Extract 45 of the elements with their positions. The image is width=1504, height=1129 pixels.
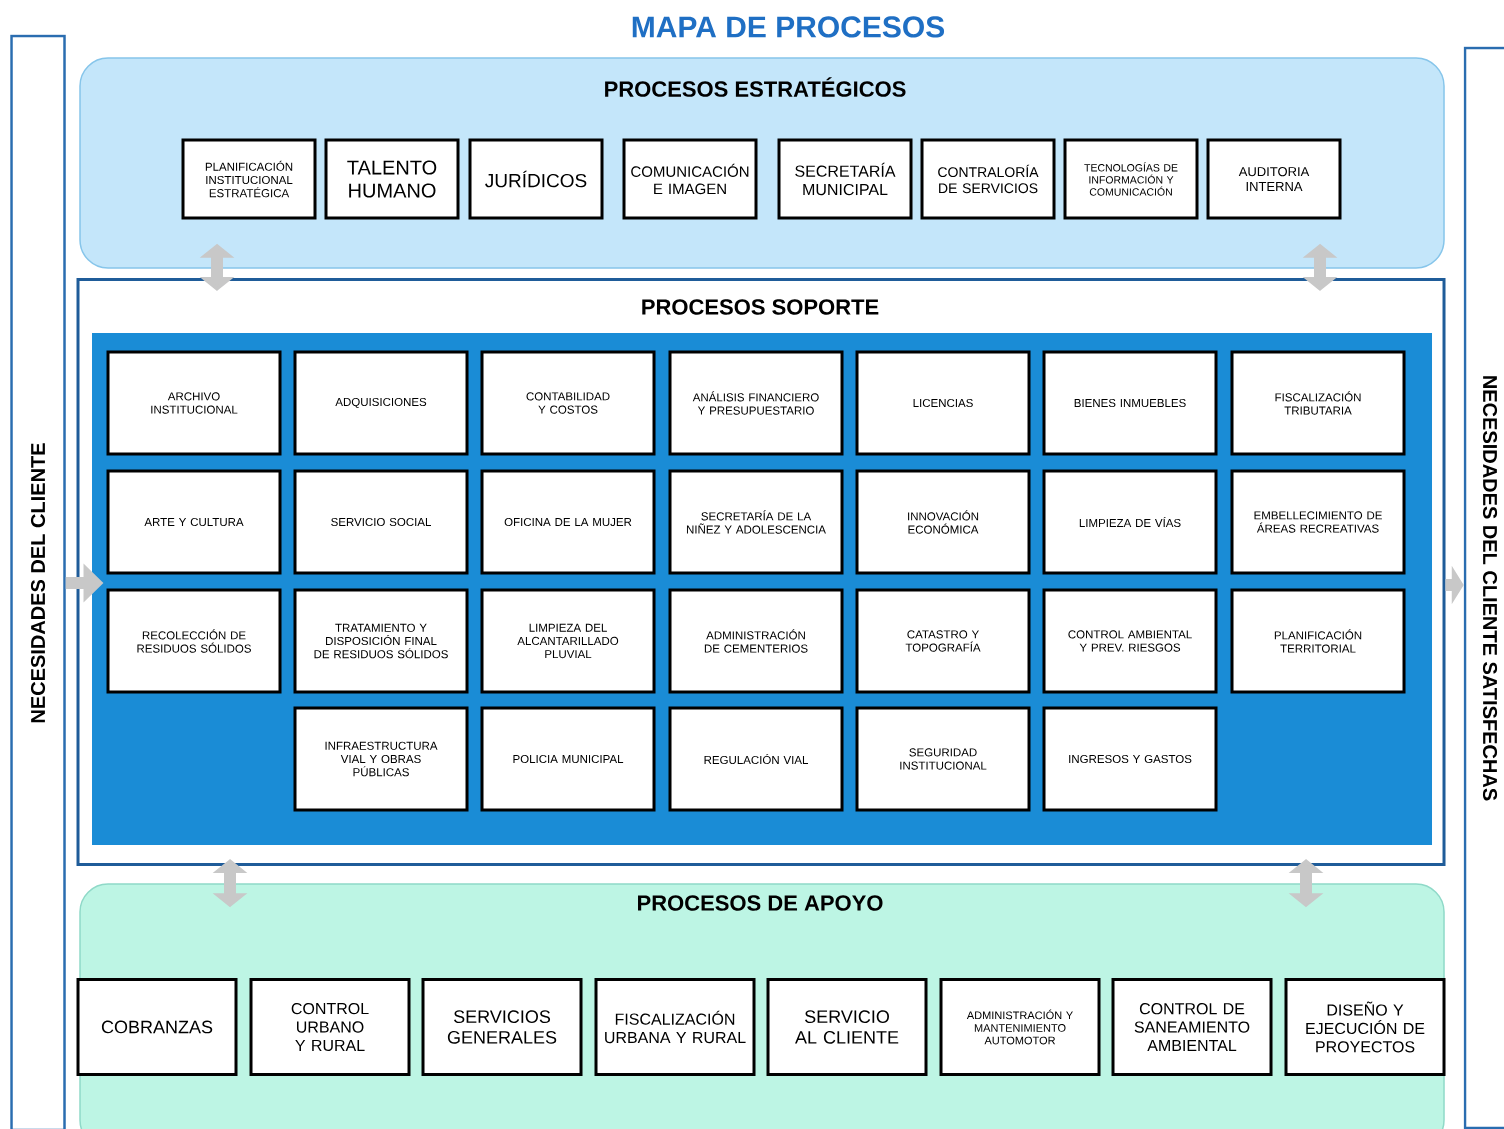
process-box: ADMINISTRACIÓN Y MANTENIMIENTO AUTOMOTOR	[939, 978, 1101, 1076]
process-box: FISCALIZACIÓN URBANA Y RURAL	[594, 978, 756, 1076]
process-box: COBRANZAS	[76, 978, 238, 1076]
process-box: AUDITORIA INTERNA	[1206, 138, 1342, 220]
process-box: SERVICIO SOCIAL	[293, 469, 469, 575]
process-box: COMUNICACIÓN E IMAGEN	[622, 138, 758, 220]
process-box: ADMINISTRACIÓN DE CEMENTERIOS	[668, 588, 844, 694]
process-box: ARTE Y CULTURA	[106, 469, 282, 575]
side-band: NECESIDADES DEL CLIENTE	[10, 34, 66, 1129]
process-box: SERVICIOS GENERALES	[421, 978, 583, 1076]
process-box: POLICIA MUNICIPAL	[480, 706, 656, 812]
process-box: CONTABILIDAD Y COSTOS	[480, 350, 656, 456]
process-box: ANÁLISIS FINANCIERO Y PRESUPUESTARIO	[668, 350, 844, 456]
process-box: LICENCIAS	[855, 350, 1031, 456]
process-box: EMBELLECIMIENTO DE ÁREAS RECREATIVAS	[1230, 469, 1406, 575]
process-box: REGULACIÓN VIAL	[668, 706, 844, 812]
process-box: BIENES INMUEBLES	[1042, 350, 1218, 456]
process-box: SECRETARÍA MUNICIPAL	[777, 138, 913, 220]
process-box: TALENTO HUMANO	[324, 138, 460, 220]
process-box: OFICINA DE LA MUJER	[480, 469, 656, 575]
process-box: SECRETARÍA DE LA NIÑEZ Y ADOLESCENCIA	[668, 469, 844, 575]
process-box: FISCALIZACIÓN TRIBUTARIA	[1230, 350, 1406, 456]
process-box: RECOLECCIÓN DE RESIDUOS SÓLIDOS	[106, 588, 282, 694]
process-box: SERVICIO AL CLIENTE	[766, 978, 928, 1076]
process-box: CONTROL DE SANEAMIENTO AMBIENTAL	[1111, 978, 1273, 1076]
process-box: CONTROL URBANO Y RURAL	[249, 978, 411, 1076]
process-box: SEGURIDAD INSTITUCIONAL	[855, 706, 1031, 812]
process-box: LIMPIEZA DE VÍAS	[1042, 469, 1218, 575]
process-box: PLANIFICACIÓN TERRITORIAL	[1230, 588, 1406, 694]
process-box: TRATAMIENTO Y DISPOSICIÓN FINAL DE RESIDUOS SÓLIDOS	[293, 588, 469, 694]
process-box: INNOVACIÓN ECONÓMICA	[855, 469, 1031, 575]
process-box: ARCHIVO INSTITUCIONAL	[106, 350, 282, 456]
process-box: CONTRALORÍA DE SERVICIOS	[920, 138, 1056, 220]
process-box: PLANIFICACIÓN INSTITUCIONAL ESTRATÉGICA	[181, 138, 317, 220]
process-box: TECNOLOGÍAS DE INFORMACIÓN Y COMUNICACIÓN	[1063, 138, 1199, 220]
process-box: LIMPIEZA DEL ALCANTARILLADO PLUVIAL	[480, 588, 656, 694]
process-box: INFRAESTRUCTURA VIAL Y OBRAS PÚBLICAS	[293, 706, 469, 812]
process-box: JURÍDICOS	[468, 138, 604, 220]
title: MAPA DE PROCESOS	[632, 16, 945, 38]
side-band: NECESIDADES DEL CLIENTE SATISFECHAS	[1463, 46, 1504, 1129]
process-box: INGRESOS Y GASTOS	[1042, 706, 1218, 812]
process-box: DISEÑO Y EJECUCIÓN DE PROYECTOS	[1284, 978, 1446, 1076]
process-box: CONTROL AMBIENTAL Y PREV. RIESGOS	[1042, 588, 1218, 694]
process-box: CATASTRO Y TOPOGRAFÍA	[855, 588, 1031, 694]
process-box: ADQUISICIONES	[293, 350, 469, 456]
